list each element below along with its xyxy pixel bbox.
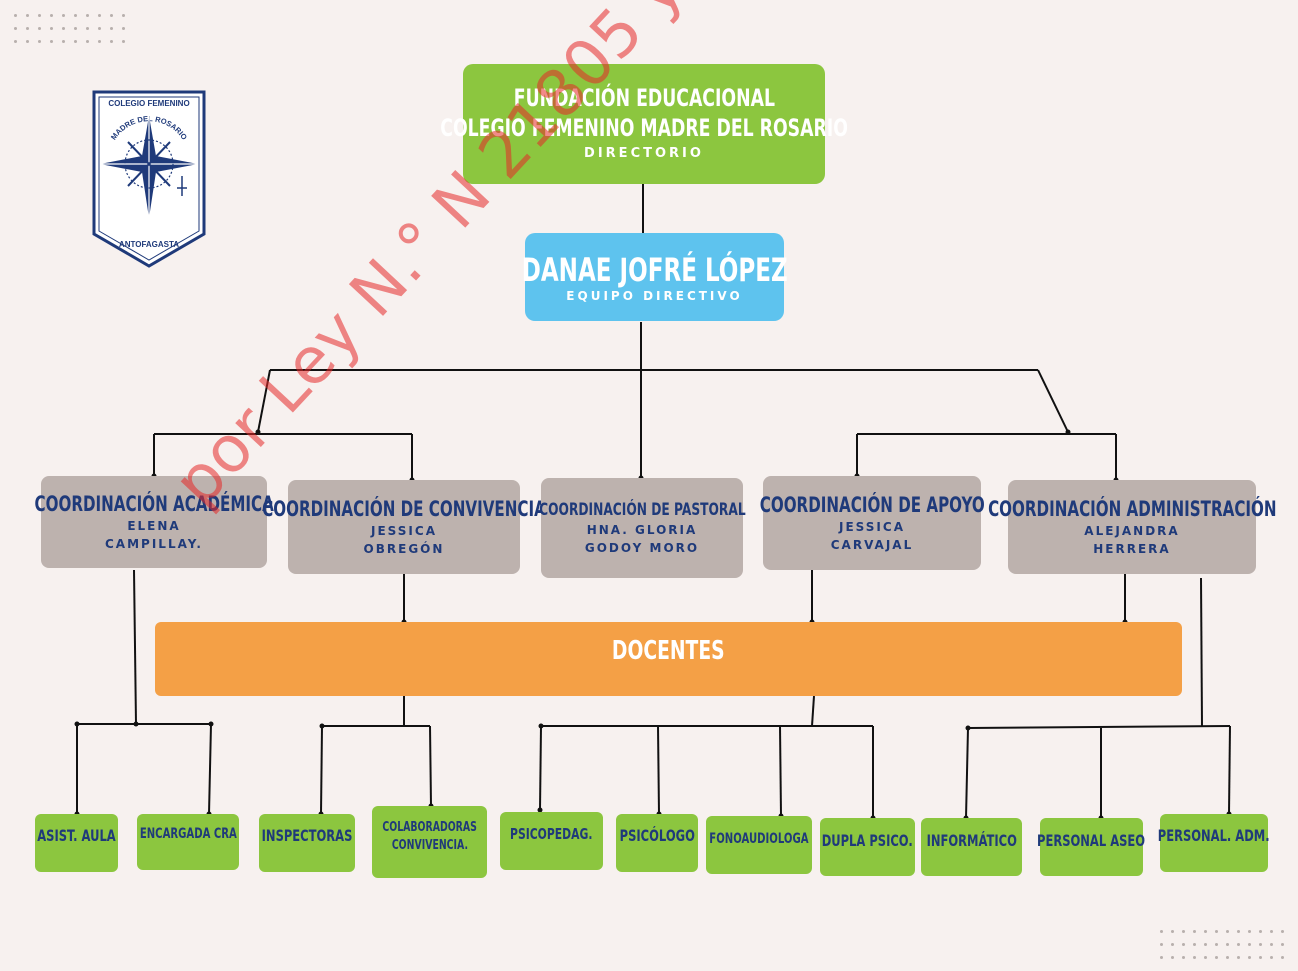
coordination-title: COORDINACIÓN DE CONVIVENCIA <box>262 497 546 521</box>
coordination-person: OBREGÓN <box>363 542 445 556</box>
school-crest-logo: COLEGIO FEMENINO MADRE DEL ROSARIO ANTOF… <box>92 90 206 268</box>
leaf-dupla-psico: DUPLA PSICO. <box>820 818 915 876</box>
leaf-asist-aula: ASIST. AULA <box>35 814 118 872</box>
director-role: EQUIPO DIRECTIVO <box>566 289 743 303</box>
coordination-person: JESSICA <box>839 520 905 534</box>
coordination-person: HERRERA <box>1093 542 1171 556</box>
foundation-line-2: COLEGIO FEMENINO MADRE DEL ROSARIO <box>440 114 848 142</box>
coordination-title: COORDINACIÓN ACADÉMICA <box>34 492 274 516</box>
leaf-label: ASIST. AULA <box>37 825 116 845</box>
director-box: DANAE JOFRÉ LÓPEZ EQUIPO DIRECTIVO <box>522 233 788 321</box>
leaf-label: DUPLA PSICO. <box>821 830 914 850</box>
coordination-title: COORDINACIÓN ADMINISTRACIÓN <box>987 497 1277 521</box>
leaf-label: COLABORADORAS <box>382 820 477 835</box>
coordination-person: CARVAJAL <box>830 538 914 552</box>
leaf-psicopedag: PSICOPEDAG. <box>500 812 603 870</box>
leaf-label: PSICÓLOGO <box>619 825 695 845</box>
coordination-person: ALEJANDRA <box>1084 524 1180 538</box>
leaf-encargada-cra: ENCARGADA CRA <box>137 814 239 870</box>
coordination-person: CAMPILLAY. <box>105 537 203 551</box>
foundation-directorio-box: FUNDACIÓN EDUCACIONAL COLEGIO FEMENINO M… <box>440 64 848 184</box>
leaf-psicologo: PSICÓLOGO <box>616 814 698 872</box>
leaf-label: ENCARGADA CRA <box>139 826 237 842</box>
crest-top-text: COLEGIO FEMENINO <box>108 99 189 108</box>
leaf-personal-aseo: PERSONAL ASEO <box>1037 818 1146 876</box>
docentes-label: DOCENTES <box>612 636 725 666</box>
leaf-label: INSPECTORAS <box>261 825 353 845</box>
leaf-personal-adm: PERSONAL. ADM. <box>1158 814 1270 872</box>
leaf-label: PSICOPEDAG. <box>510 825 593 843</box>
coordination-convivencia-box: COORDINACIÓN DE CONVIVENCIA JESSICA OBRE… <box>262 480 546 574</box>
leaf-inspectoras: INSPECTORAS <box>259 814 355 872</box>
coordination-person: JESSICA <box>371 524 437 538</box>
coordination-pastoral-box: COORDINACIÓN DE PASTORAL HNA. GLORIA GOD… <box>538 478 746 578</box>
director-name: DANAE JOFRÉ LÓPEZ <box>521 251 788 289</box>
leaf-informatico: INFORMÁTICO <box>921 818 1022 876</box>
leaf-colaboradoras-convivencia: COLABORADORAS CONVIVENCIA. <box>372 806 487 878</box>
coordination-person: ELENA <box>127 519 181 533</box>
crest-bottom-text: ANTOFAGASTA <box>119 240 179 249</box>
leaf-label-line-2: CONVIVENCIA. <box>391 838 468 853</box>
dot-pattern-top-left <box>14 14 125 43</box>
coordination-academica-box: COORDINACIÓN ACADÉMICA ELENA CAMPILLAY. <box>34 476 274 568</box>
coordination-person: GODOY MORO <box>584 541 700 555</box>
coordination-title: COORDINACIÓN DE PASTORAL <box>538 500 746 520</box>
foundation-line-1: FUNDACIÓN EDUCACIONAL <box>513 84 775 112</box>
coordination-title: COORDINACIÓN DE APOYO <box>759 493 985 517</box>
leaf-label: PERSONAL ASEO <box>1037 830 1146 850</box>
docentes-bar: DOCENTES <box>155 622 1182 696</box>
leaf-fonoaudiologa: FONOAUDIOLOGA <box>706 816 812 874</box>
leaf-label: PERSONAL. ADM. <box>1158 825 1270 845</box>
coordination-apoyo-box: COORDINACIÓN DE APOYO JESSICA CARVAJAL <box>760 476 984 570</box>
dot-pattern-bottom-right <box>1160 930 1284 959</box>
leaf-label: INFORMÁTICO <box>926 830 1017 850</box>
coordination-person: HNA. GLORIA <box>586 523 698 537</box>
leaf-label: FONOAUDIOLOGA <box>709 831 809 847</box>
coordination-administracion-box: COORDINACIÓN ADMINISTRACIÓN ALEJANDRA HE… <box>988 480 1276 574</box>
foundation-line-3: DIRECTORIO <box>584 146 704 161</box>
